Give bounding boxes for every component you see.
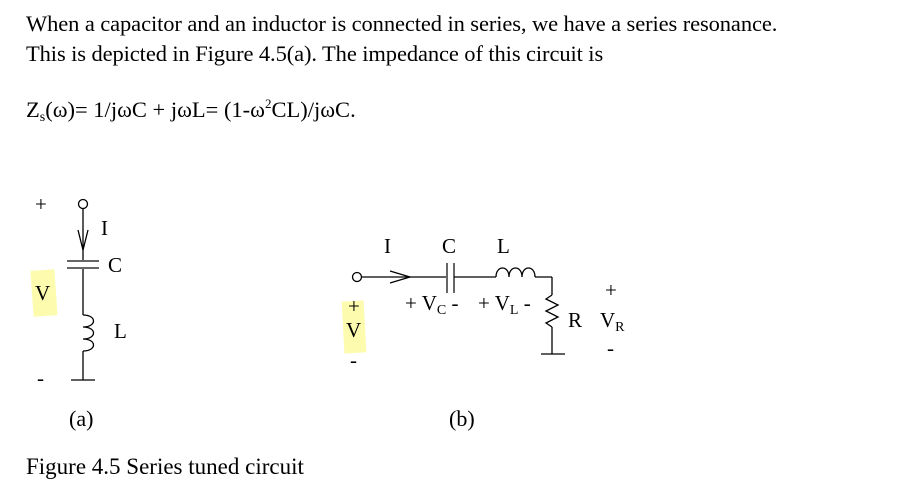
fig-b-vr-minus: - <box>607 336 614 360</box>
fig-a-capacitor-label: C <box>108 253 123 277</box>
fig-a-minus: - <box>37 366 44 390</box>
paragraph-line-1: When a capacitor and an inductor is conn… <box>26 11 778 36</box>
vl-minus: - <box>518 291 531 315</box>
vr-subscript: R <box>615 320 625 335</box>
fig-b-resistor-label: R <box>568 308 583 332</box>
formula-body: (ω)= 1/jωC + jωL= (1-ω <box>45 97 265 122</box>
vl-subscript: L <box>509 303 519 318</box>
vr-text: V <box>600 308 616 332</box>
fig-b-capacitor-label: C <box>442 234 457 258</box>
formula-exponent: 2 <box>265 96 272 111</box>
fig-a-sublabel: (a) <box>69 406 94 431</box>
formula-subscript: s <box>39 110 46 125</box>
paragraph-line-2: This is depicted in Figure 4.5(a). The i… <box>26 41 604 66</box>
fig-b-source-plus: + <box>348 294 360 318</box>
fig-a-current-label: I <box>101 216 108 240</box>
circuit-a <box>67 198 99 381</box>
formula-tail: CL)/jωC. <box>271 97 356 122</box>
vc-subscript: C <box>436 303 447 318</box>
fig-b-vl-label: + VL - <box>478 293 531 318</box>
fig-b-vr-plus: + <box>605 278 617 302</box>
vl-text: + V <box>478 291 510 315</box>
circuit-b <box>351 263 565 355</box>
fig-a-voltage-label: V <box>35 281 51 305</box>
fig-b-vr-label: VR <box>600 310 625 335</box>
vc-text: + V <box>405 291 437 315</box>
fig-b-source-voltage: V <box>346 318 362 342</box>
fig-a-inductor-label: L <box>114 319 127 343</box>
fig-b-sublabel: (b) <box>449 406 475 431</box>
formula-z: Z <box>26 97 40 122</box>
fig-b-current-label: I <box>384 234 391 258</box>
vc-minus: - <box>446 291 459 315</box>
impedance-formula: Zs(ω)= 1/jωC + jωL= (1-ω2CL)/jωC. <box>26 96 356 126</box>
figure-caption: Figure 4.5 Series tuned circuit <box>26 454 304 479</box>
fig-b-inductor-label: L <box>497 234 510 258</box>
fig-b-vc-label: + VC - <box>405 293 458 318</box>
fig-a-plus: + <box>35 192 47 216</box>
fig-b-source-minus: - <box>350 348 357 372</box>
